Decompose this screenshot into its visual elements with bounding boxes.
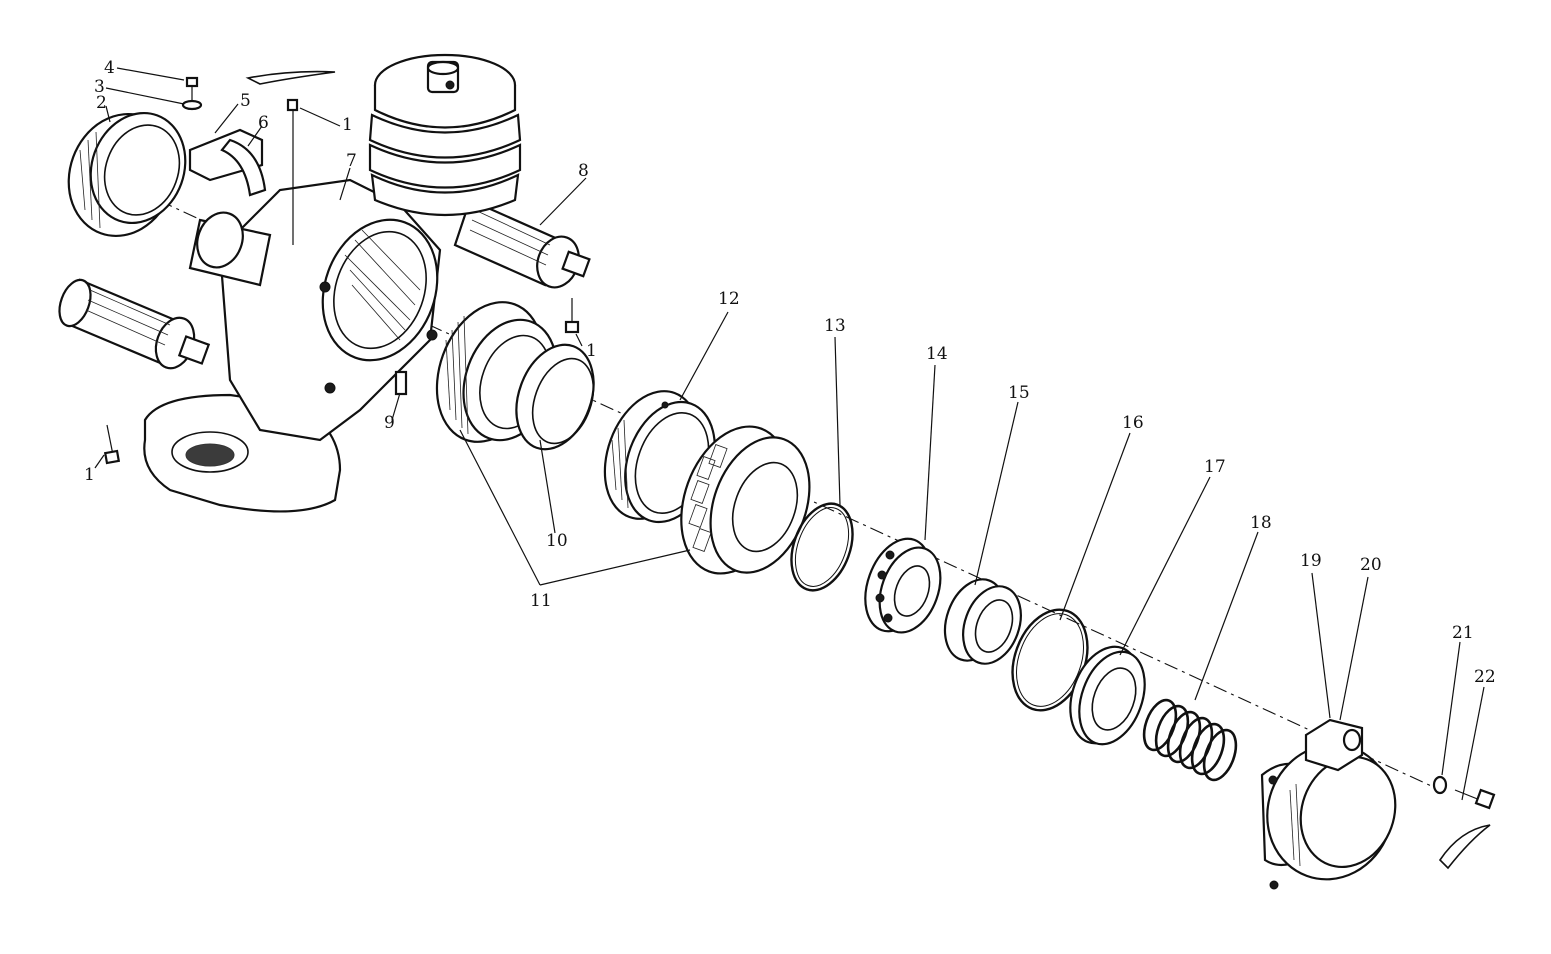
- callout-1-bolt-right: 1: [586, 341, 597, 361]
- bolt-lower-left: [103, 424, 121, 465]
- callout-19: 19: [1300, 551, 1322, 571]
- rubber-bellows: [368, 53, 522, 217]
- bearing-cup: [943, 578, 1022, 665]
- callout-11: 11: [530, 591, 552, 611]
- callout-20: 20: [1360, 555, 1382, 575]
- stud-9: [394, 370, 408, 396]
- washer-and-screw: [1432, 775, 1496, 870]
- callout-1-bolt-top: 1: [342, 115, 353, 135]
- callout-18: 18: [1250, 513, 1272, 533]
- knuckle-housing: [58, 53, 591, 513]
- small-fasteners-upper-left: [181, 70, 336, 245]
- roller-bearing: [680, 425, 811, 575]
- callout-13: 13: [824, 316, 846, 336]
- callout-5: 5: [240, 91, 251, 111]
- leader-lines: [94, 67, 1485, 801]
- callout-1-bolt-left: 1: [84, 465, 95, 485]
- callout-22: 22: [1474, 667, 1496, 687]
- callout-10: 10: [546, 531, 568, 551]
- callout-17: 17: [1204, 457, 1226, 477]
- callout-4: 4: [104, 58, 115, 78]
- coil-spring: [1142, 698, 1238, 782]
- callout-labels: 1 1 1 2 3 4 5 6 7 8 9 10 11 12 13 14 15 …: [84, 58, 1496, 687]
- callout-12: 12: [718, 289, 740, 309]
- snap-ring: [790, 502, 854, 592]
- callout-21: 21: [1452, 623, 1474, 643]
- thrust-ball-bearing: [864, 537, 942, 634]
- callout-15: 15: [1008, 383, 1030, 403]
- end-cover: [1260, 718, 1397, 890]
- callout-14: 14: [926, 344, 948, 364]
- callout-3: 3: [94, 77, 105, 97]
- inner-race-ring: [515, 343, 595, 451]
- bolt-right: [564, 298, 580, 334]
- callout-9: 9: [384, 413, 395, 433]
- thrust-washer: [1069, 645, 1146, 746]
- callout-7: 7: [346, 151, 357, 171]
- callout-6: 6: [258, 113, 269, 133]
- callout-8: 8: [578, 161, 589, 181]
- seal-ring-left: [67, 111, 187, 238]
- callout-2: 2: [96, 93, 107, 113]
- callout-16: 16: [1122, 413, 1144, 433]
